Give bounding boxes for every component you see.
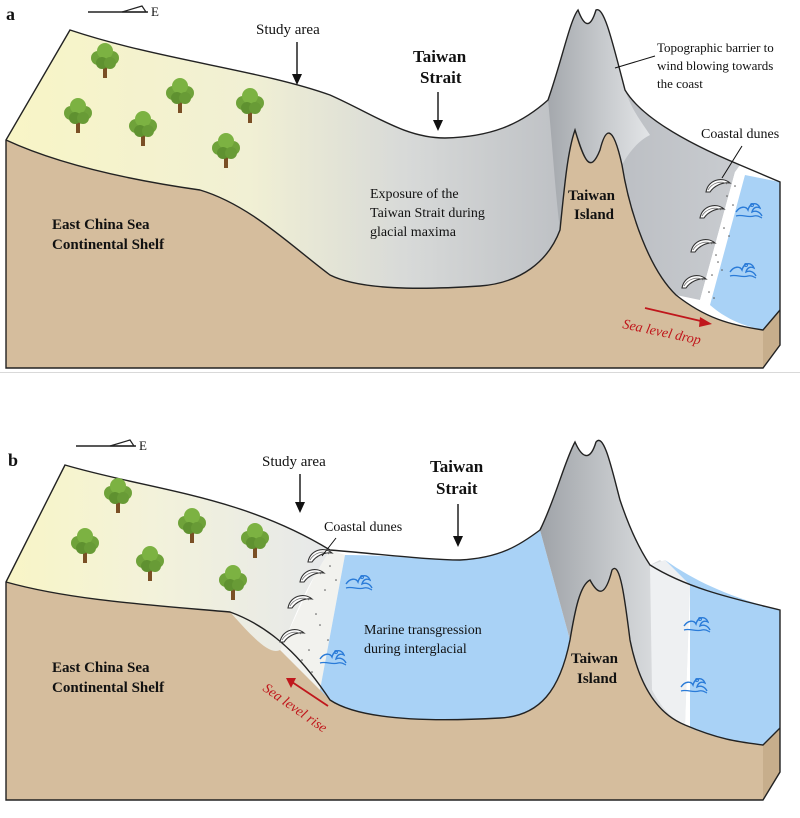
sea-a — [710, 175, 780, 330]
strait-label-b-line1: Taiwan — [430, 457, 484, 476]
transgression-label-line1: Marine transgression — [364, 623, 482, 638]
coastal-dunes-b — [279, 549, 337, 673]
coastal-dunes-label-a: Coastal dunes — [701, 127, 779, 142]
dunes-leader-line-a — [721, 145, 743, 179]
dunes-leader-line-b — [321, 537, 337, 557]
strait-label-a-line2: Strait — [420, 68, 462, 87]
barrier-label-line3: the coast — [657, 76, 703, 91]
transgression-label-line2: during interglacial — [364, 642, 467, 657]
shelf-label-b-line2: Continental Shelf — [52, 680, 165, 696]
barrier-label-line1: Topographic barrier to — [657, 40, 774, 55]
barrier-leader-line — [614, 55, 656, 69]
shelf-label-a-line1: East China Sea — [52, 217, 150, 233]
compass-label: E — [151, 4, 159, 19]
compass-b: E — [76, 438, 147, 453]
coastal-strip-b — [650, 560, 690, 725]
panel-label-b: b — [8, 450, 18, 470]
outline-a — [5, 8, 781, 369]
land-surface-b — [6, 465, 330, 651]
study-area-label-b: Study area — [262, 454, 326, 470]
panel-a: E a Study area Taiwan Strait Topographic… — [5, 4, 781, 369]
island-label-a-line2: Island — [574, 207, 615, 223]
panel-label-a: a — [6, 4, 15, 24]
strait-label-b-line2: Strait — [436, 479, 478, 498]
exposure-label-line2: Taiwan Strait during — [370, 206, 485, 221]
sea-east-b — [665, 560, 780, 745]
panel-divider — [0, 372, 800, 373]
dune-strip-b — [280, 550, 345, 690]
sea-level-drop-arrow — [644, 307, 706, 323]
panel-b: E b Study area Taiwan Strait Coastal dun… — [5, 438, 781, 801]
coastal-dunes-label-b: Coastal dunes — [324, 520, 402, 535]
mountain-a — [548, 9, 650, 231]
ground-side-b — [763, 728, 780, 800]
ground-side-a — [763, 310, 780, 368]
island-label-a-line1: Taiwan — [568, 188, 616, 204]
compass-label: E — [139, 438, 147, 453]
island-label-b-line2: Island — [577, 671, 618, 687]
sea-level-rise-arrow — [291, 681, 329, 707]
compass-a: E — [88, 4, 159, 19]
ridge-line-a — [5, 127, 781, 331]
study-area-label-a: Study area — [256, 22, 320, 38]
sea-strait-b — [320, 530, 570, 720]
shelf-label-b-line1: East China Sea — [52, 660, 150, 676]
ground-front-b — [6, 568, 763, 800]
barrier-label-line2: wind blowing towards — [657, 58, 773, 73]
exposure-label-line3: glacial maxima — [370, 225, 457, 240]
exposure-label-line1: Exposure of the — [370, 187, 459, 202]
ridge-line-b — [5, 567, 781, 746]
coastal-dunes-a — [681, 179, 736, 299]
shelf-label-a-line2: Continental Shelf — [52, 237, 165, 253]
outline-b — [5, 439, 781, 801]
strait-label-a-line1: Taiwan — [413, 47, 467, 66]
island-label-b-line1: Taiwan — [571, 651, 619, 667]
